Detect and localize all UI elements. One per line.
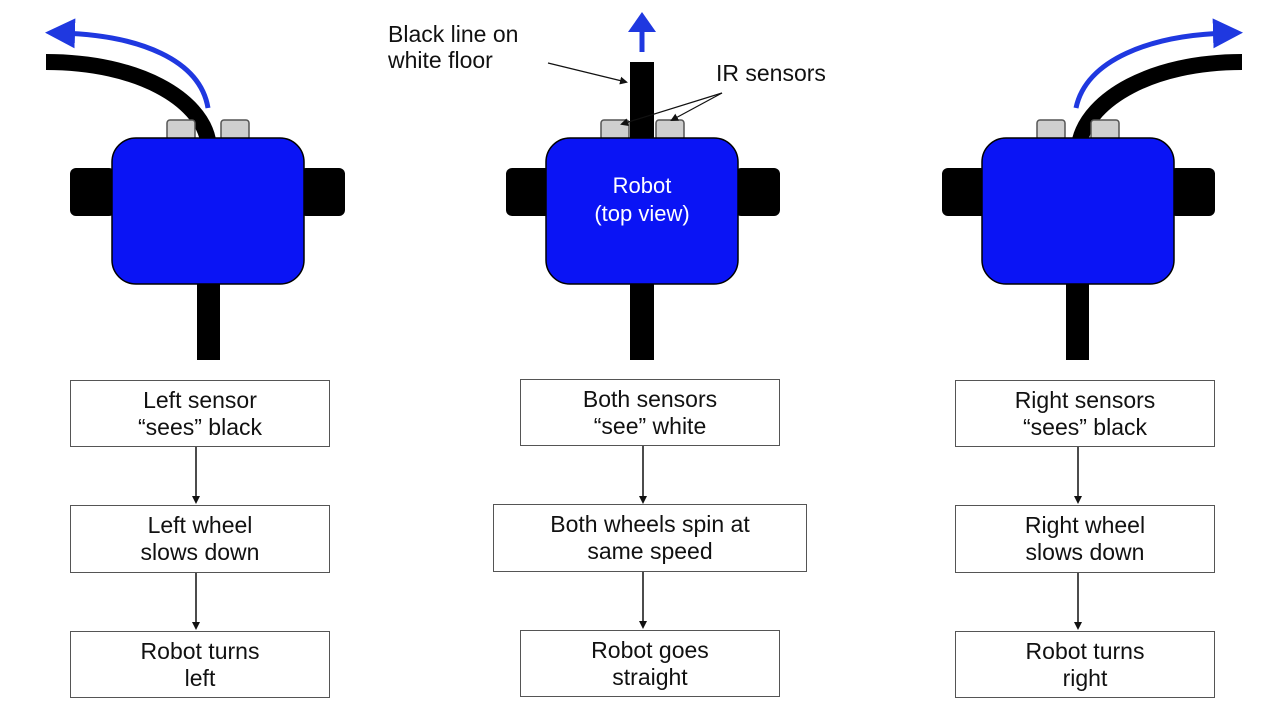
pointer-ir-right: [670, 92, 723, 121]
ir-sensor-right: [655, 119, 685, 141]
step-box-center-3: Robot goes straight: [520, 630, 780, 697]
ir-sensor-right: [1090, 119, 1120, 141]
black-line-left-tail: [197, 280, 220, 360]
wheel-left: [70, 168, 115, 216]
black-line-right-tail: [1066, 280, 1089, 360]
wheel-right: [300, 168, 345, 216]
straight-arrow-head: [628, 12, 656, 32]
turn-left-arrow: [45, 18, 211, 109]
pointer-ir-left: [620, 92, 723, 127]
ir-sensor-left: [166, 119, 196, 141]
robot-label: Robot (top view): [594, 173, 690, 226]
black-line-right: [1072, 54, 1243, 143]
robot-center: [506, 12, 780, 360]
black-line-label: Black line on white floor: [388, 21, 519, 73]
step-box-left-1: Left sensor “sees” black: [70, 380, 330, 447]
robot-body-left: [111, 137, 305, 285]
ir-sensor-right: [220, 119, 250, 141]
step-box-center-1: Both sensors “see” white: [520, 379, 780, 446]
step-box-center-2: Both wheels spin at same speed: [493, 504, 807, 572]
flow-arrows: [192, 446, 1082, 630]
robot-body-center: [545, 137, 739, 285]
ir-sensor-left: [1036, 119, 1066, 141]
wheel-left: [506, 168, 551, 216]
turn-right-arrow: [1073, 18, 1243, 109]
step-box-right-3: Robot turns right: [955, 631, 1215, 698]
wheel-left: [942, 168, 987, 216]
step-box-right-1: Right sensors “sees” black: [955, 380, 1215, 447]
wheel-right: [1170, 168, 1215, 216]
black-line-left: [45, 54, 216, 143]
ir-sensors-label: IR sensors: [716, 60, 826, 86]
robot-right: [942, 18, 1243, 360]
pointer-black-line: [547, 62, 628, 85]
wheel-right: [735, 168, 780, 216]
step-box-right-2: Right wheel slows down: [955, 505, 1215, 573]
robot-body-right: [981, 137, 1175, 285]
step-box-left-3: Robot turns left: [70, 631, 330, 698]
robot-left: [45, 18, 345, 360]
step-box-left-2: Left wheel slows down: [70, 505, 330, 573]
